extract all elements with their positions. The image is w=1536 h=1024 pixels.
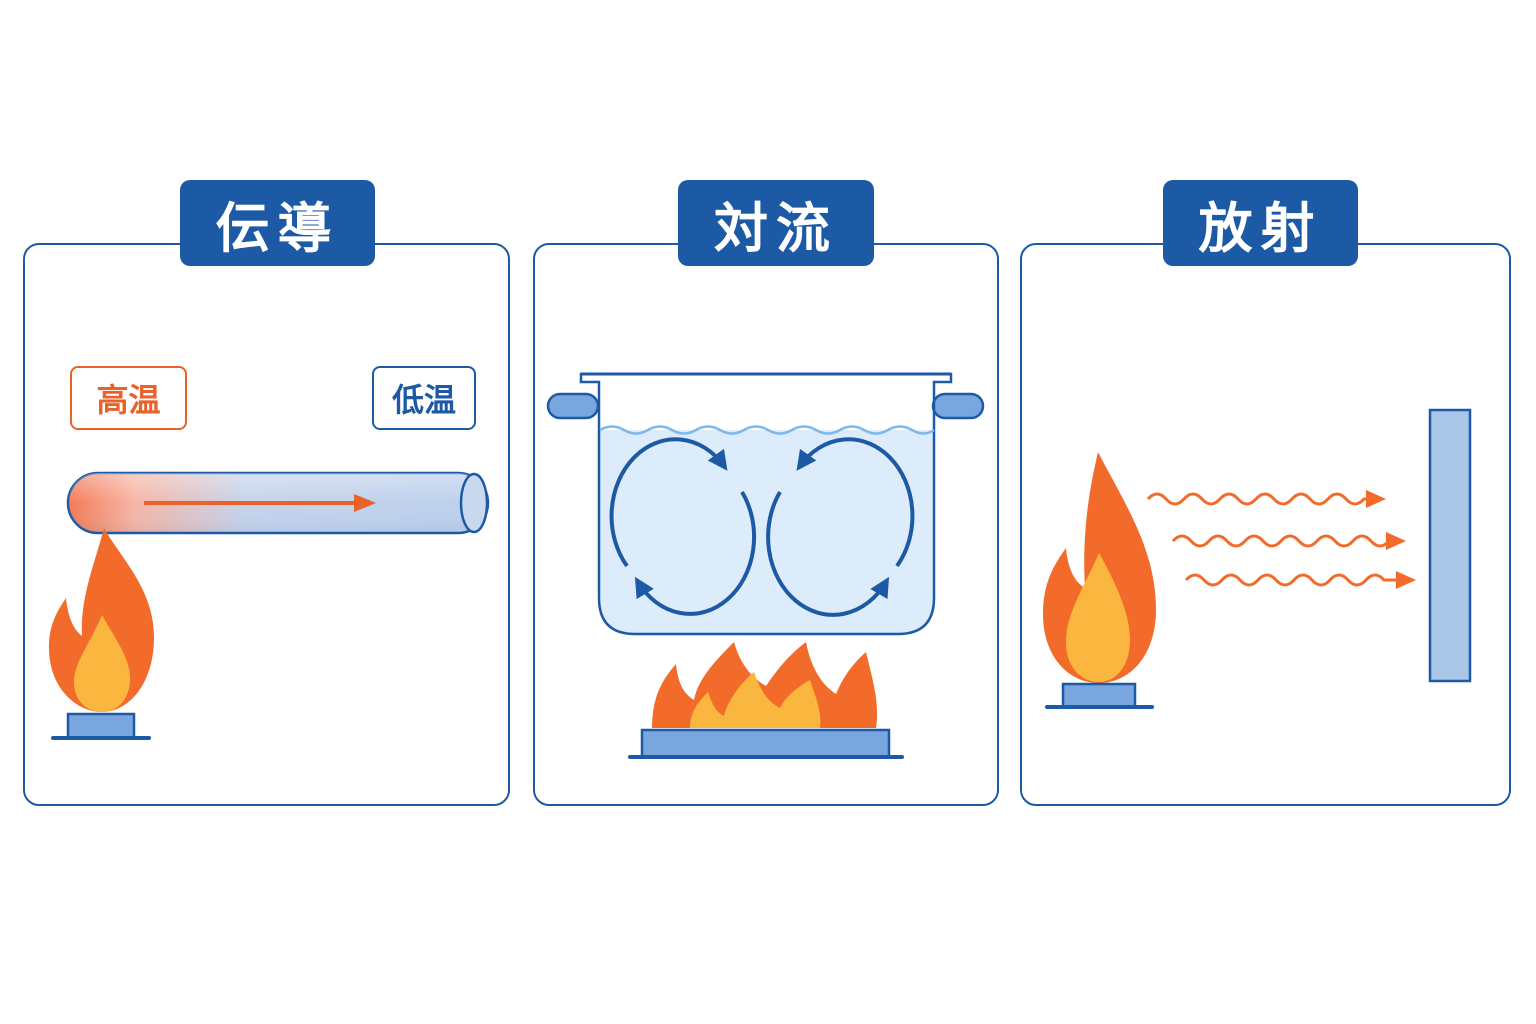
flame-icon [652, 642, 878, 728]
radiation-wave-arrow [1184, 571, 1416, 589]
radiation-wave-arrow [1171, 532, 1406, 550]
label-high-temp: 高温 [70, 366, 187, 430]
convection-loop-arrow [766, 490, 890, 617]
label-low-temp: 低温 [372, 366, 476, 430]
title-radiation: 放射 [1163, 180, 1358, 266]
flame-icon [1043, 452, 1156, 683]
flame-icon [48, 528, 155, 712]
burner-icon [1045, 682, 1154, 709]
radiation-wave-arrow [1146, 490, 1386, 508]
convection-loop-arrow [796, 437, 915, 568]
water-surface [599, 425, 935, 435]
convection-loop-arrow [609, 437, 728, 568]
convection-loop-arrow [634, 490, 757, 616]
target-plate [1428, 408, 1472, 683]
burner-icon [51, 712, 151, 740]
title-convection: 対流 [678, 180, 874, 266]
title-conduction: 伝導 [180, 180, 375, 266]
gas-stove-icon [628, 728, 904, 759]
